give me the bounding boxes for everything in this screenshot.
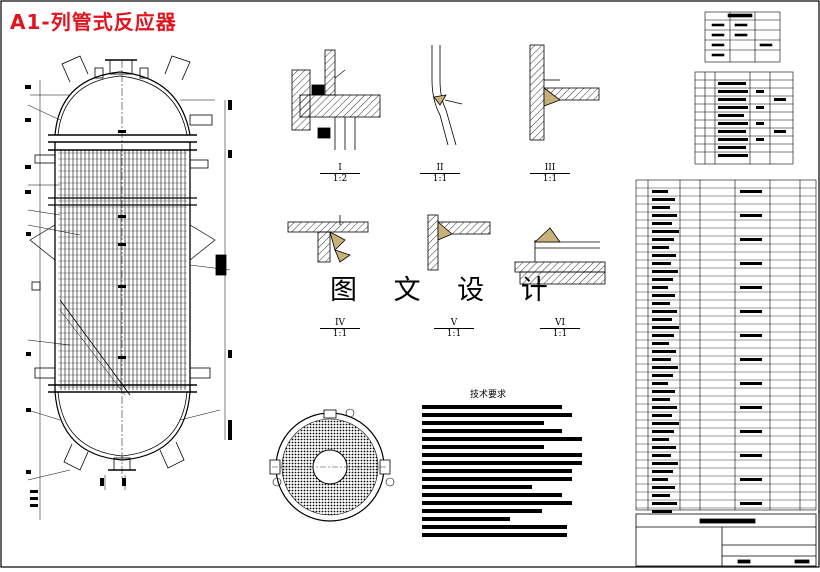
parts-row-text	[652, 278, 673, 281]
parts-row-text	[652, 430, 674, 433]
parts-row-text	[652, 478, 668, 481]
parts-list-rows	[636, 187, 816, 513]
parts-row-material	[740, 358, 762, 361]
parts-row-material	[740, 478, 762, 481]
parts-row-text	[652, 414, 672, 417]
detail-III-scale: 1:1	[542, 174, 558, 184]
detail-IV-id: IV	[320, 318, 360, 329]
parts-row-text	[652, 206, 670, 209]
detail-III-id: III	[530, 163, 570, 174]
parts-row-text	[652, 222, 672, 225]
parts-row-text	[652, 454, 671, 457]
parts-row-text	[652, 366, 678, 369]
parts-row-text	[652, 494, 670, 497]
parts-row-text	[652, 254, 676, 257]
parts-row-text	[652, 310, 677, 313]
nozzle-table	[694, 71, 794, 165]
plan-view	[269, 408, 395, 522]
parts-row-text	[652, 286, 668, 289]
parts-row-material	[740, 406, 762, 409]
parts-row-text	[652, 462, 678, 465]
parts-row-text	[652, 510, 672, 513]
parts-row-text	[652, 302, 670, 305]
parts-row-text	[652, 230, 679, 233]
detail-I-scale: 1:2	[332, 174, 348, 184]
parts-row-material	[740, 238, 762, 241]
dimension-marks	[25, 85, 232, 507]
parts-row-material	[740, 190, 762, 193]
parts-row-text	[652, 214, 677, 217]
parts-row-text	[652, 390, 675, 393]
parts-row-material	[740, 262, 762, 265]
requirements-text-lines	[422, 405, 582, 537]
requirements-title: 技术要求	[470, 390, 507, 400]
parts-row-text	[652, 374, 673, 377]
detail-I-id: I	[320, 163, 360, 174]
parts-row-text	[652, 198, 675, 201]
detail-II-view	[431, 45, 463, 146]
parts-row-text	[652, 438, 669, 441]
parts-row-text	[652, 326, 679, 329]
parts-row-material	[740, 214, 762, 217]
parts-row-material	[740, 334, 762, 337]
parts-row-text	[652, 350, 676, 353]
parts-row-text	[652, 294, 675, 297]
watermark-text: 图 文 设 计	[330, 275, 562, 306]
design-data-table	[704, 11, 781, 63]
parts-row-text	[652, 270, 678, 273]
detail-V-scale: 1:1	[446, 329, 462, 339]
detail-VI-view	[514, 227, 606, 285]
parts-row-material	[740, 286, 762, 289]
parts-row-material	[740, 502, 762, 505]
detail-III-view	[529, 44, 600, 141]
detail-I-view	[291, 49, 381, 150]
leader-lines	[27, 80, 231, 520]
parts-row-material	[740, 430, 762, 433]
parts-row-text	[652, 334, 674, 337]
parts-row-text	[652, 502, 677, 505]
parts-row-material	[740, 310, 762, 313]
vessel-elevation	[29, 55, 227, 480]
parts-row-text	[652, 470, 673, 473]
parts-row-text	[652, 246, 669, 249]
parts-row-text	[652, 190, 668, 193]
detail-V-view	[427, 214, 491, 271]
detail-IV-view	[287, 215, 369, 263]
parts-row-text	[652, 406, 677, 409]
parts-row-text	[652, 422, 679, 425]
detail-II-scale: 1:1	[432, 174, 448, 184]
parts-row-text	[652, 358, 671, 361]
parts-row-text	[652, 486, 675, 489]
detail-II-id: II	[420, 163, 460, 174]
detail-V-id: V	[434, 318, 474, 329]
drawing-title: A1-列管式反应器	[10, 10, 177, 34]
parts-row-text	[652, 342, 669, 345]
parts-list	[635, 179, 817, 511]
parts-row-text	[652, 318, 672, 321]
detail-VI-id: VI	[540, 318, 580, 329]
parts-row-text	[652, 262, 671, 265]
parts-row-material	[740, 454, 762, 457]
parts-row-text	[652, 398, 670, 401]
detail-VI-scale: 1:1	[552, 329, 568, 339]
title-block	[635, 513, 817, 567]
parts-row-text	[652, 382, 668, 385]
parts-row-material	[740, 382, 762, 385]
parts-row-text	[652, 238, 674, 241]
detail-IV-scale: 1:1	[332, 329, 348, 339]
parts-row-text	[652, 446, 676, 449]
